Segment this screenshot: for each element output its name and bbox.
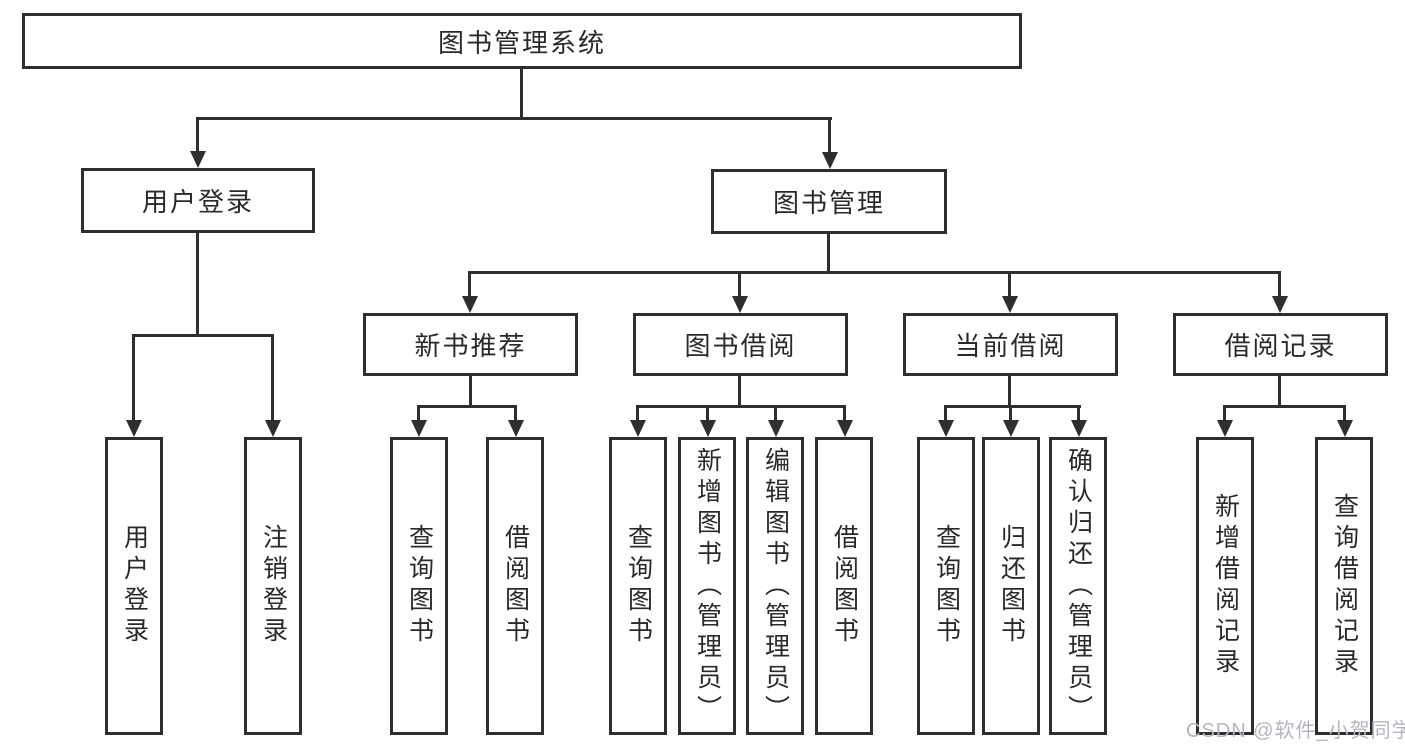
connector-line	[1223, 405, 1226, 427]
leaf-query-books-current: 查询图书	[917, 437, 975, 735]
connector-line	[417, 405, 517, 408]
connector-line	[827, 233, 830, 273]
leaf-label: 确认归还（管理员）	[1064, 446, 1093, 726]
connector-line	[944, 405, 1081, 408]
leaf-label: 查询图书	[932, 524, 961, 648]
arrowhead-down-icon	[938, 420, 954, 437]
leaf-borrow-books: 借阅图书	[815, 437, 873, 735]
node-label: 图书借阅	[684, 331, 797, 361]
connector-line	[514, 405, 517, 427]
connector-line	[271, 334, 274, 426]
arrowhead-down-icon	[1217, 420, 1233, 437]
arrowhead-down-icon	[1002, 296, 1018, 313]
leaf-label: 新增图书（管理员）	[693, 446, 722, 726]
arrowhead-down-icon	[1003, 420, 1019, 437]
node-book-management: 图书管理	[711, 169, 947, 234]
arrowhead-down-icon	[1071, 420, 1087, 437]
connector-line	[706, 405, 709, 427]
leaf-add-books-admin: 新增图书（管理员）	[678, 437, 736, 735]
node-label: 借阅记录	[1224, 331, 1337, 361]
arrowhead-down-icon	[1337, 420, 1353, 437]
leaf-label: 用户登录	[120, 524, 149, 648]
leaf-label: 查询图书	[405, 524, 434, 648]
connector-line	[132, 334, 274, 337]
connector-line	[1278, 271, 1281, 303]
connector-line	[520, 68, 523, 120]
connector-line	[843, 405, 846, 427]
connector-line	[196, 117, 199, 159]
node-borrow-records: 借阅记录	[1173, 313, 1388, 376]
node-user-login: 用户登录	[81, 168, 315, 233]
node-label: 新书推荐	[414, 331, 527, 361]
arrowhead-down-icon	[1272, 296, 1288, 313]
connector-line	[1077, 405, 1080, 427]
leaf-return-books: 归还图书	[982, 437, 1040, 735]
node-label: 当前借阅	[954, 331, 1067, 361]
connector-line	[468, 271, 1281, 274]
leaf-query-borrow-record: 查询借阅记录	[1315, 437, 1373, 735]
connector-line	[944, 405, 947, 427]
connector-line	[738, 271, 741, 303]
leaf-label: 编辑图书（管理员）	[761, 446, 790, 726]
connector-line	[196, 117, 832, 120]
leaf-label: 归还图书	[997, 524, 1026, 648]
leaf-label: 查询借阅记录	[1330, 493, 1359, 679]
leaf-edit-books-admin: 编辑图书（管理员）	[746, 437, 804, 735]
arrowhead-down-icon	[630, 420, 646, 437]
connector-line	[738, 376, 741, 407]
connector-line	[196, 232, 199, 336]
arrowhead-down-icon	[837, 420, 853, 437]
arrowhead-down-icon	[768, 420, 784, 437]
arrowhead-down-icon	[126, 420, 142, 437]
connector-line	[774, 405, 777, 427]
leaf-label: 新增借阅记录	[1211, 493, 1240, 679]
leaf-confirm-return-admin: 确认归还（管理员）	[1049, 437, 1107, 735]
connector-line	[1009, 405, 1012, 427]
connector-line	[1343, 405, 1346, 427]
leaf-label: 借阅图书	[830, 524, 859, 648]
leaf-logout: 注销登录	[244, 437, 302, 735]
connector-line	[636, 405, 639, 427]
leaf-borrow-books-recommend: 借阅图书	[486, 437, 544, 735]
connector-line	[1278, 376, 1281, 407]
csdn-watermark: CSDN @软件_小贺同学	[1186, 720, 1405, 742]
leaf-label: 注销登录	[259, 524, 288, 648]
node-current-borrow: 当前借阅	[903, 313, 1118, 376]
arrowhead-down-icon	[732, 296, 748, 313]
arrowhead-down-icon	[265, 420, 281, 437]
leaf-query-books-borrow: 查询图书	[609, 437, 667, 735]
connector-line	[1008, 376, 1011, 407]
node-book-borrow: 图书借阅	[633, 313, 848, 376]
leaf-label: 借阅图书	[501, 524, 530, 648]
connector-line	[1223, 405, 1346, 408]
node-new-book-recommend: 新书推荐	[363, 313, 578, 376]
connector-line	[828, 117, 831, 159]
leaf-query-books-recommend: 查询图书	[390, 437, 448, 735]
arrowhead-down-icon	[822, 152, 838, 169]
leaf-user-login: 用户登录	[105, 437, 163, 735]
leaf-add-borrow-record: 新增借阅记录	[1196, 437, 1254, 735]
connector-line	[417, 405, 420, 427]
connector-line	[469, 376, 472, 407]
arrowhead-down-icon	[462, 296, 478, 313]
arrowhead-down-icon	[190, 151, 206, 168]
leaf-label: 查询图书	[624, 524, 653, 648]
connector-line	[468, 271, 471, 303]
connector-line	[636, 405, 846, 408]
arrowhead-down-icon	[700, 420, 716, 437]
arrowhead-down-icon	[411, 420, 427, 437]
connector-line	[1008, 271, 1011, 303]
node-label: 图书管理系统	[437, 27, 606, 58]
connector-line	[132, 334, 135, 426]
node-label: 用户登录	[141, 187, 254, 217]
arrowhead-down-icon	[508, 420, 524, 437]
node-library-system-root: 图书管理系统	[22, 13, 1022, 69]
node-label: 图书管理	[772, 188, 885, 218]
